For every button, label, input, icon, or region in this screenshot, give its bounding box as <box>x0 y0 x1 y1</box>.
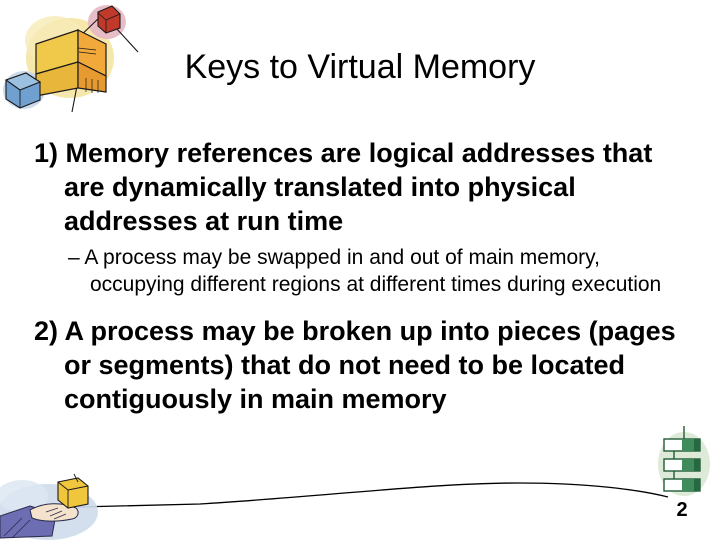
sub-bullet-point-1-1: – A process may be swapped in and out of… <box>68 244 690 298</box>
page-title: Keys to Virtual Memory <box>184 48 536 86</box>
sub-bullet-marker-1-1: – <box>68 246 80 269</box>
bullet-marker-1: 1) <box>34 138 59 168</box>
body-content: 1) Memory references are logical address… <box>34 136 690 418</box>
curved-connector-line <box>77 482 669 508</box>
bullet-point-1: 1) Memory references are logical address… <box>34 136 690 238</box>
page-number: 2 <box>676 499 688 521</box>
bullet-marker-2: 2) <box>34 316 59 346</box>
bullet-point-2: 2) A process may be broken up into piece… <box>34 314 690 416</box>
bullet-text-2: A process may be broken up into pieces (… <box>64 316 676 414</box>
hand-holding-box-clipart <box>0 473 98 540</box>
bullet-text-1: Memory references are logical addresses … <box>64 138 653 236</box>
stacked-boxes-clipart <box>658 426 710 496</box>
sub-bullet-text-1-1: A process may be swapped in and out of m… <box>84 246 662 296</box>
